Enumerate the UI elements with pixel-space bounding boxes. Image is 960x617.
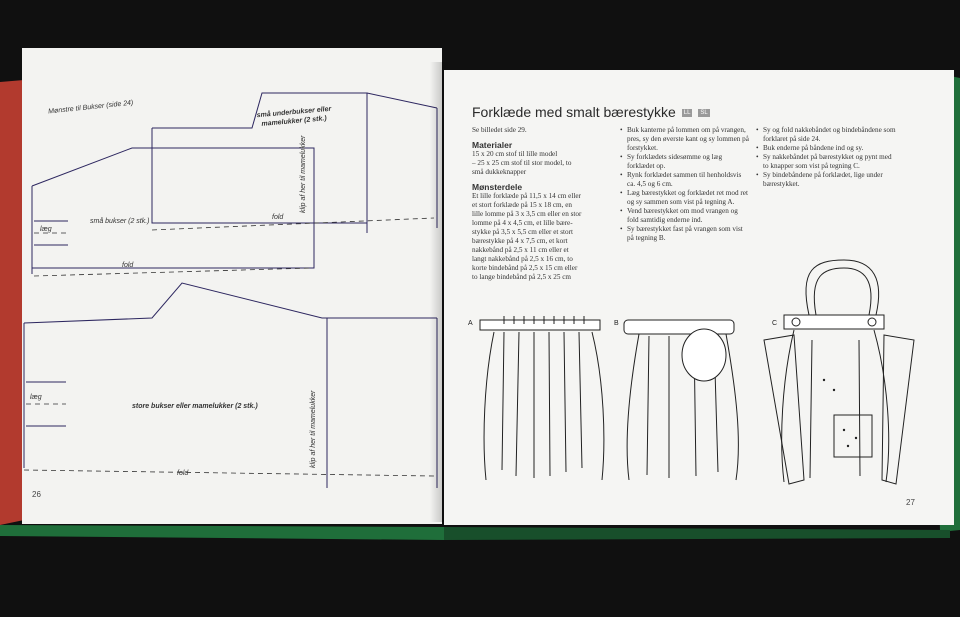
step-item: Sy nakkebåndet på bærestykket og pynt me… [756,153,896,171]
fold-label-upper-bottom: fold [122,262,134,269]
step-item: Sy bærestykket fast på vrangen som vist … [620,225,750,243]
cover-bottom-right [444,527,950,540]
page-number-right: 27 [906,498,915,507]
pattern-line: stykke på 3,5 x 5,5 cm eller et stort [472,228,574,236]
pattern-drawing [23,92,438,488]
pattern-line: to lange bindebånd på 2,5 x 25 cm [472,273,572,281]
page-number-left: 26 [32,490,41,499]
hem-label-lower: læg [30,394,42,401]
apron-illustrations [479,259,915,485]
small-pants-label: små bukser (2 stk.) [90,218,150,225]
step-item: Sy bindebåndene på forklædet, lige under… [756,171,896,189]
hem-label-upper: læg [40,226,52,233]
figure-label-b: B [614,320,619,327]
cut-label-upper: klip af her til mamelukker [300,135,307,213]
step-item: Buk kanterne på lommen om på vrangen, pr… [620,126,750,153]
pattern-line: et stort forklæde på 15 x 18 cm, en [472,201,573,209]
materials-line: 15 x 20 cm stof til lille model [472,150,558,158]
pattern-line: bærestykke på 4 x 7,5 cm, et kort [472,237,568,245]
pattern-line: nakkebånd på 2,5 x 11 cm eller et [472,246,569,254]
step-item: Læg bærestykket og forklædet ret mod ret… [620,189,750,207]
size-badge-sl: SL [698,109,710,118]
step-item: Rynk forklædet sammen til henholdsvis ca… [620,171,750,189]
step-item: Vend bærestykket om mod vrangen og fold … [620,207,750,225]
step-item: Sy forklædets sidesømme og læg forklædet… [620,153,750,171]
figure-label-c: C [772,320,778,327]
materials-line: – 25 x 25 cm stof til stor model, to [472,159,572,167]
column-2-steps: Buk kanterne på lommen om på vrangen, pr… [620,126,750,243]
materials-line: små dukkeknapper [472,168,527,176]
figure-label-a: A [468,320,473,327]
see-photo-note: Se billedet side 29. [472,126,527,134]
pattern-line: Et lille forklæde på 11,5 x 14 cm eller [472,192,581,200]
size-badge-ll: LL [681,109,693,118]
lower-pattern-title: store bukser eller mamelukker (2 stk.) [132,403,258,410]
left-page: Mønstre til Bukser (side 24) små underbu… [22,48,442,524]
cover-left-edge [0,80,24,525]
pattern-line: korte bindebånd på 2,5 x 15 cm eller [472,264,578,272]
column-3-steps: Sy og fold nakkebåndet og bindebåndene s… [756,126,896,189]
fold-label-lower: fold [177,470,189,477]
right-page: Forklæde med smalt bærestykke LL SL Se b… [444,70,954,525]
cut-label-lower: klip af her til mamelukker [310,390,317,468]
right-page-title: Forklæde med smalt bærestykke LL SL [472,104,710,120]
materials-heading: Materialer [472,140,513,150]
column-1: Se billedet side 29. Materialer 15 x 20 … [472,126,617,282]
step-item: Sy og fold nakkebåndet og bindebåndene s… [756,126,896,144]
fold-label-upper: fold [272,214,284,221]
pattern-heading: Mønsterdele [472,182,523,192]
pattern-line: langt nakkebånd på 2,5 x 16 cm, to [472,255,573,263]
cover-bottom-left [0,525,444,540]
step-item: Buk enderne på båndene ind og sy. [756,144,896,153]
pattern-line: lomme på 4 x 4,5 cm, et lille bære- [472,219,573,227]
title-text: Forklæde med smalt bærestykke [472,104,676,120]
pattern-line: lille lomme på 3 x 3,5 cm eller en stor [472,210,582,218]
